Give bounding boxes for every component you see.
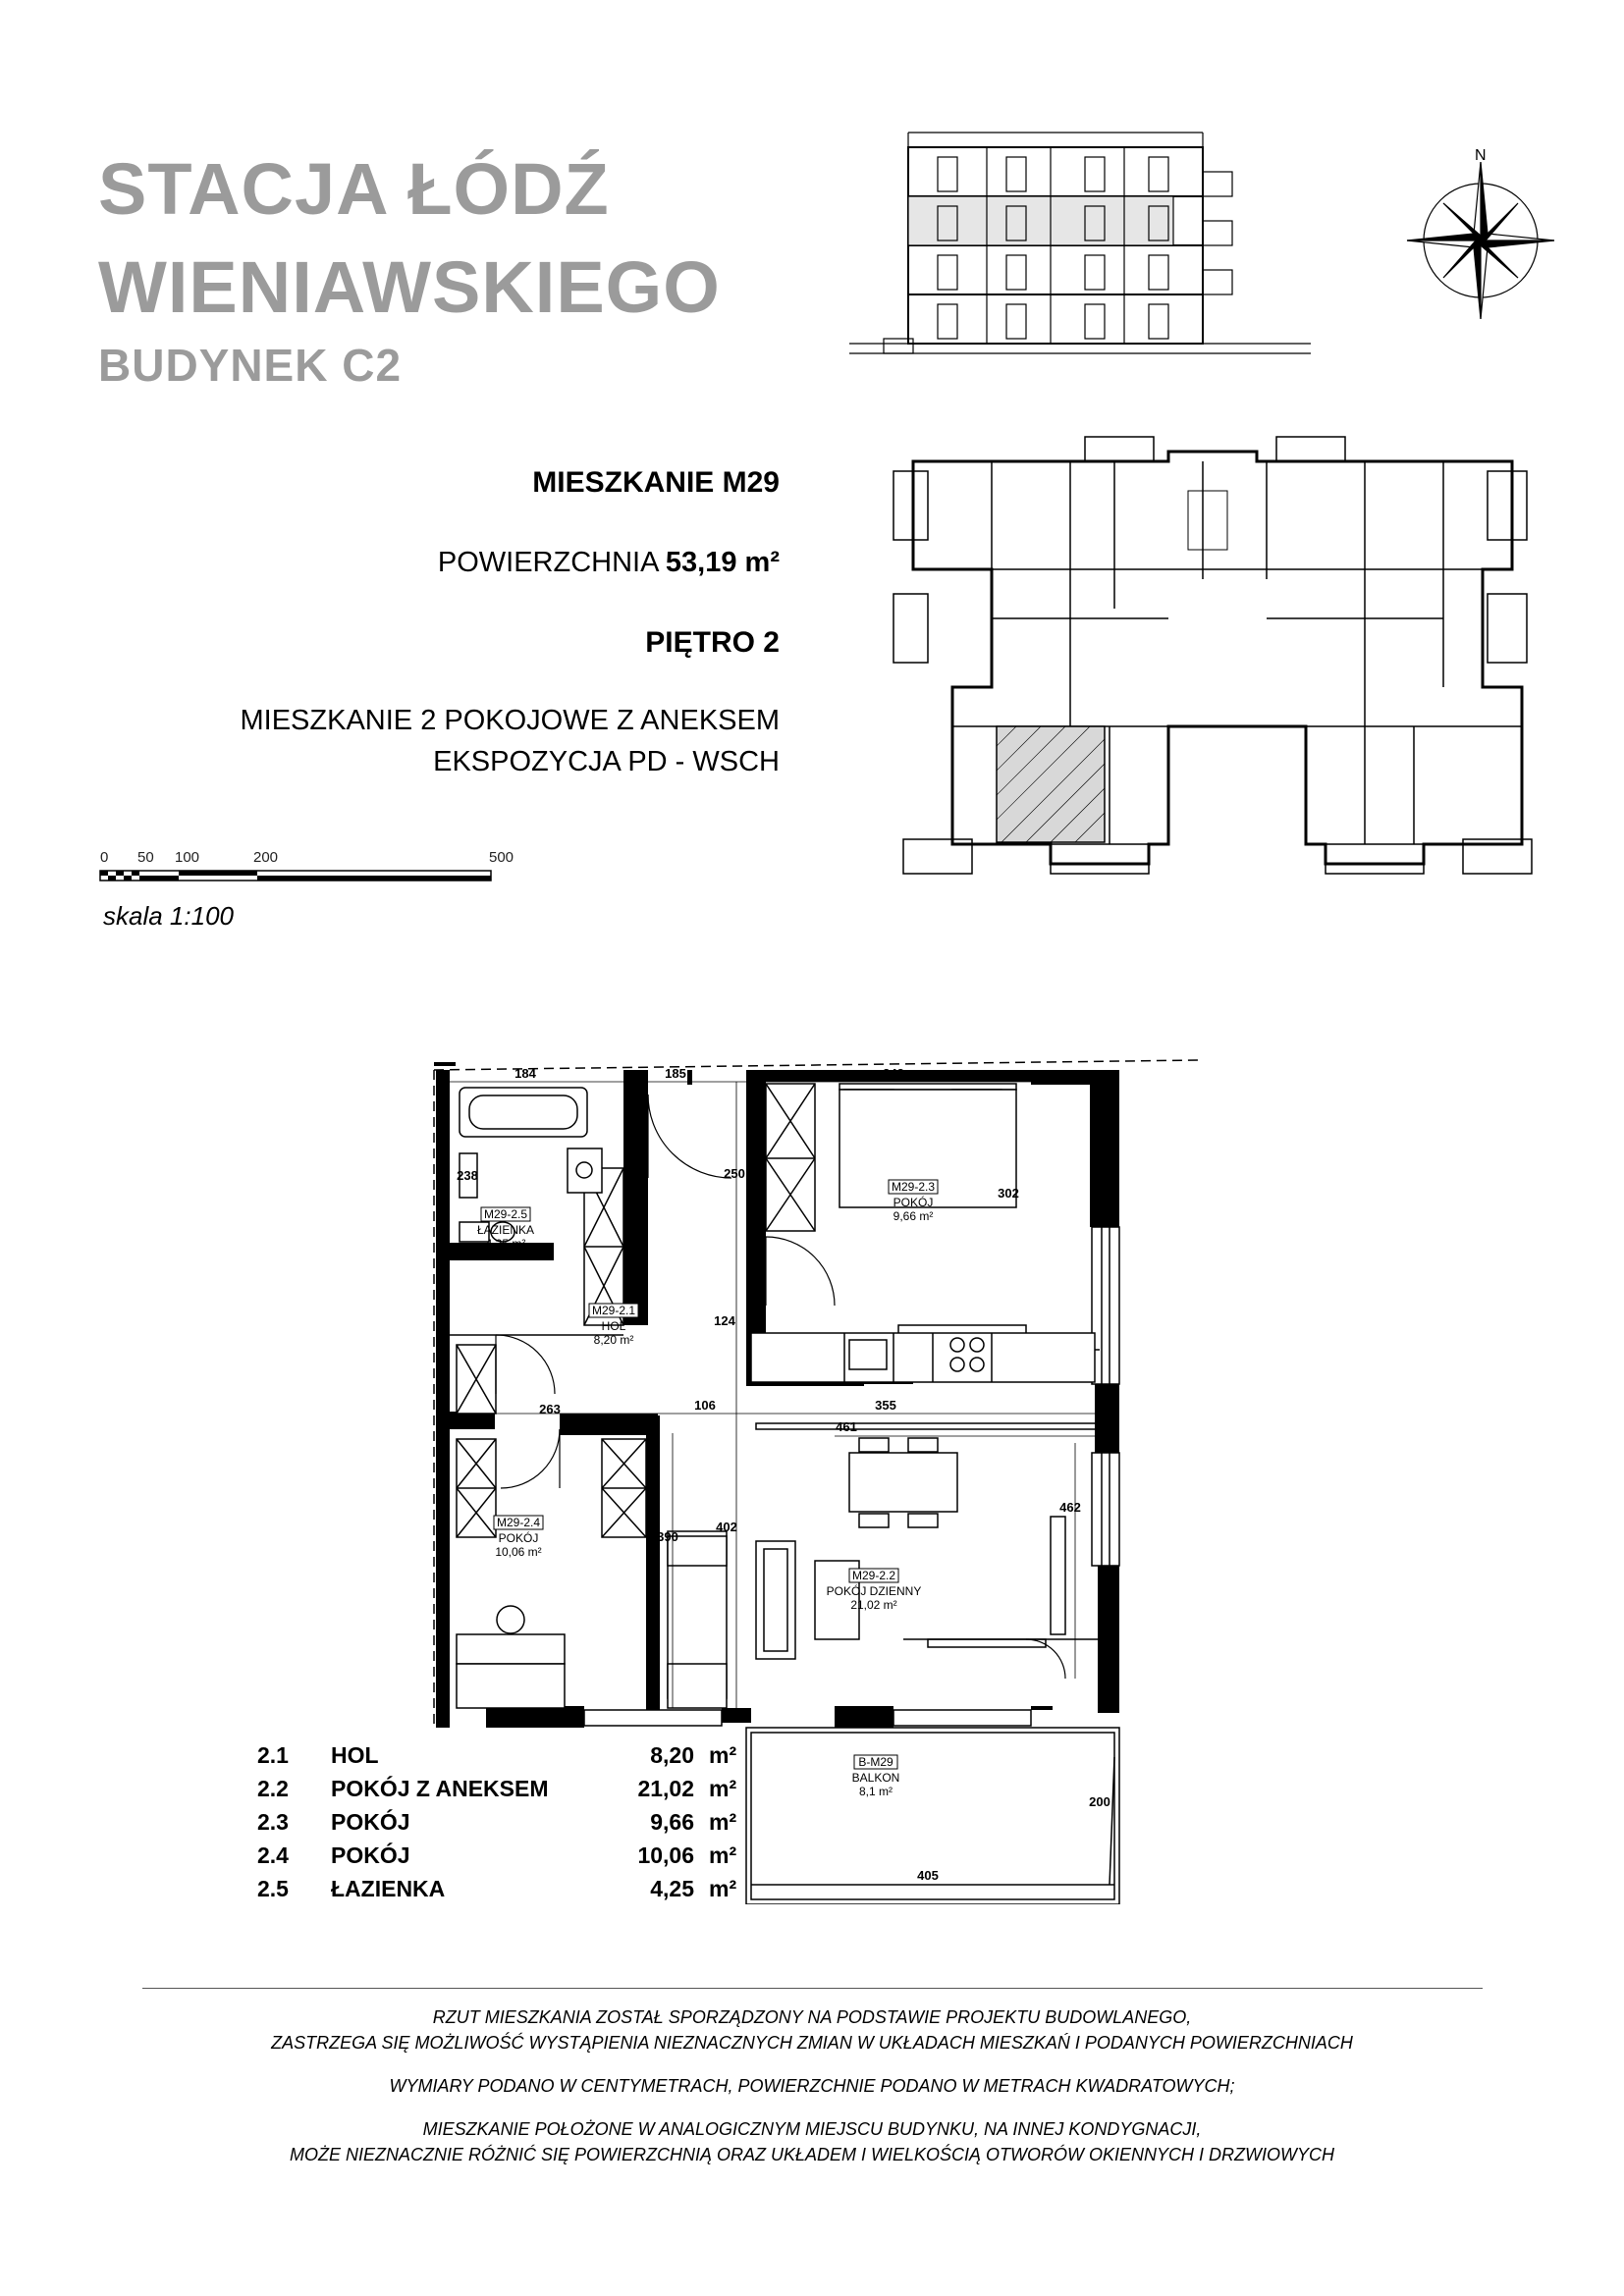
dimension-label: 238 (457, 1168, 478, 1183)
room-name: POKÓJ DZIENNY (827, 1583, 922, 1598)
room-unit: m² (709, 1776, 737, 1801)
note-line: RZUT MIESZKANIA ZOSTAŁ SPORZĄDZONY NA PO… (432, 2007, 1192, 2027)
scale-bar: 0 50 100 200 500 (98, 849, 514, 888)
apartment-area: POWIERZCHNIA 53,19 m² (438, 547, 780, 579)
room-area: 9,66 (650, 1809, 694, 1835)
project-subtitle: WIENIAWSKIEGO (98, 246, 721, 328)
dimension-label: 200 (1089, 1794, 1110, 1809)
scale-tick-label: 500 (489, 849, 514, 866)
note-line: MIESZKANIE POŁOŻONE W ANALOGICZNYM MIEJS… (422, 2119, 1202, 2139)
room-unit: m² (709, 1876, 737, 1901)
dimension-label: 106 (694, 1398, 716, 1413)
room-unit: m² (709, 1809, 737, 1835)
room-area: 8,20 (650, 1742, 694, 1768)
room-code: M29-2.1 (592, 1304, 635, 1317)
dimension-label: 250 (724, 1166, 745, 1181)
dimension-label: 184 (514, 1066, 536, 1081)
dimension-label: 390 (657, 1529, 678, 1544)
room-name: HOL (602, 1319, 626, 1333)
project-title: STACJA ŁÓDŹ (98, 148, 610, 230)
room-area: 21,02 m² (850, 1598, 896, 1612)
room-area: 4,25 (650, 1876, 694, 1901)
room-area: 10,06 (637, 1842, 694, 1868)
room-area: 10,06 m² (495, 1545, 541, 1559)
room-name: POKÓJ (331, 1809, 410, 1835)
dimension-label: 461 (836, 1419, 857, 1434)
dimension-label: 263 (539, 1402, 561, 1416)
room-number: 2.1 (257, 1742, 289, 1768)
room-name: ŁAZIENKA (477, 1223, 534, 1237)
room-number: 2.5 (257, 1876, 289, 1901)
scale-tick-label: 200 (253, 849, 279, 866)
room-name: POKÓJ (893, 1195, 934, 1209)
building-elevation (849, 132, 1311, 354)
room-name: HOL (331, 1742, 379, 1768)
room-unit: m² (709, 1742, 737, 1768)
footer-notes: RZUT MIESZKANIA ZOSTAŁ SPORZĄDZONY NA PO… (0, 2004, 1624, 2185)
room-area: 21,02 (637, 1776, 694, 1801)
area-value: 53,19 m² (665, 547, 780, 578)
note-line: ZASTRZEGA SIĘ MOŻLIWOŚĆ WYSTĄPIENIA NIEZ… (271, 2033, 1353, 2053)
dimension-label: 124 (714, 1313, 735, 1328)
room-number: 2.3 (257, 1809, 289, 1835)
scale-tick-label: 100 (175, 849, 200, 866)
dimension-label: 302 (998, 1186, 1019, 1201)
room-name: BALKON (852, 1771, 900, 1785)
dimension-label: 185 (665, 1066, 686, 1081)
apartment-type: MIESZKANIE 2 POKOJOWE Z ANEKSEM (240, 705, 781, 736)
room-number: 2.2 (257, 1776, 289, 1801)
note-line: MOŻE NIEZNACZNIE RÓŻNIĆ SIĘ POWIERZCHNIĄ… (289, 2145, 1335, 2164)
dimension-label: 405 (917, 1868, 939, 1883)
room-unit: m² (709, 1842, 737, 1868)
footer-divider (142, 1988, 1483, 1989)
room-area: 4,25 m² (486, 1237, 526, 1251)
dimension-label: 462 (1059, 1500, 1081, 1515)
room-name: POKÓJ (499, 1530, 539, 1545)
room-name: POKÓJ (331, 1842, 410, 1868)
compass-rose-icon: N (1406, 147, 1555, 320)
apartment-floor-plan: 184 185 343 238 250 302 124 263 106 355 … (433, 1059, 1199, 1904)
room-code: M29-2.3 (892, 1180, 935, 1194)
dimension-label: 355 (875, 1398, 896, 1413)
room-code: M29-2.4 (497, 1516, 540, 1529)
room-code: M29-2.5 (484, 1207, 527, 1221)
scale-tick-label: 50 (137, 849, 154, 866)
room-area: 9,66 m² (893, 1209, 934, 1223)
room-area: 8,1 m² (859, 1785, 893, 1798)
room-area: 8,20 m² (594, 1333, 634, 1347)
scale-label: skala 1:100 (103, 901, 234, 931)
room-number: 2.4 (257, 1842, 289, 1868)
room-code: M29-2.2 (852, 1569, 895, 1582)
note-line: WYMIARY PODANO W CENTYMETRACH, POWIERZCH… (389, 2076, 1235, 2096)
floor-label: PIĘTRO 2 (645, 626, 780, 659)
room-code: B-M29 (858, 1755, 893, 1769)
scale-tick-label: 0 (100, 849, 109, 866)
north-label: N (1475, 147, 1487, 164)
exposure-label: EKSPOZYCJA PD - WSCH (433, 746, 780, 777)
scale-bar-graphic (99, 870, 492, 881)
dimension-label: 402 (716, 1520, 737, 1534)
dimension-label: 343 (883, 1066, 904, 1081)
building-label: BUDYNEK C2 (98, 340, 403, 391)
apartment-name: MIESZKANIE M29 (532, 466, 780, 499)
floor-key-plan (893, 436, 1533, 875)
room-name: POKÓJ Z ANEKSEM (331, 1776, 549, 1801)
area-label: POWIERZCHNIA (437, 547, 658, 578)
room-name: ŁAZIENKA (331, 1876, 446, 1901)
